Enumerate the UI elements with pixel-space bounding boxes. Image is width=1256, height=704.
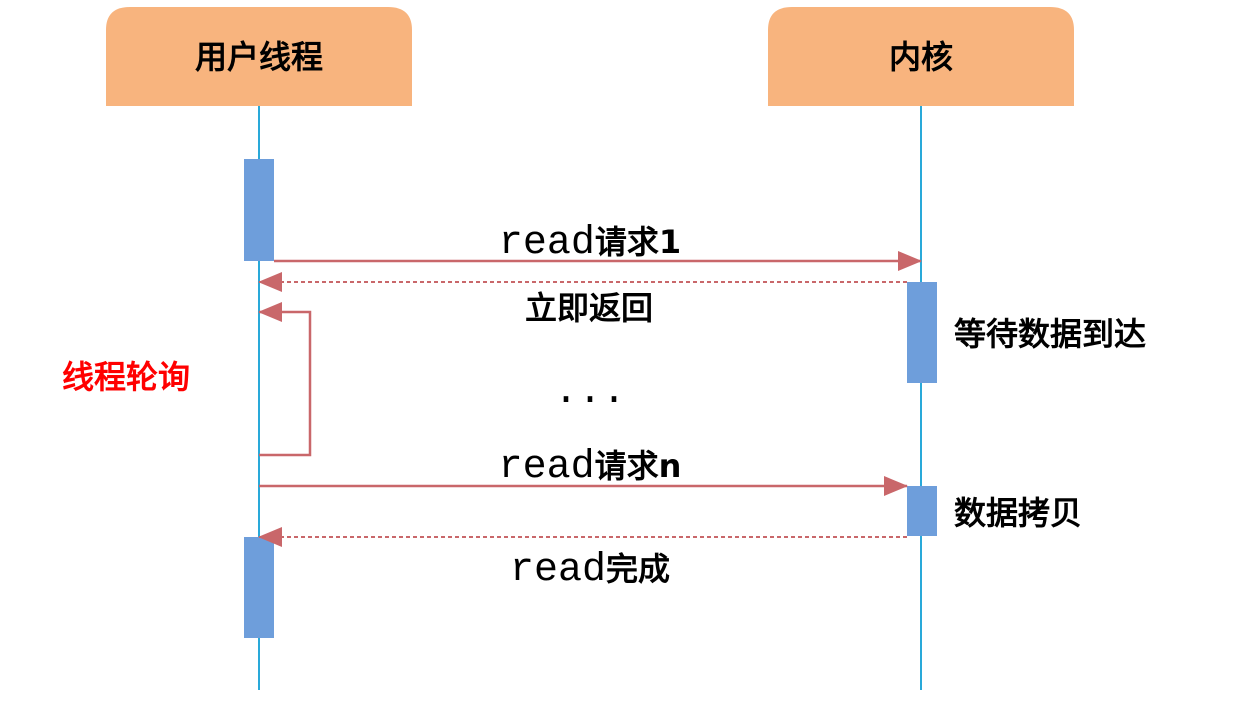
read-request-n-label: read请求n: [499, 445, 682, 490]
user-thread-activation-1: [244, 159, 274, 261]
kernel-activation-wait: [907, 282, 937, 383]
read-complete-prefix: read: [510, 548, 606, 593]
kernel-label: 内核: [889, 38, 953, 76]
read-request-1-prefix: read: [499, 221, 595, 266]
wait-data-note: 等待数据到达: [954, 315, 1146, 353]
ellipsis: ...: [554, 370, 626, 415]
read-request-n-suffix: 请求n: [595, 447, 682, 485]
read-request-n-prefix: read: [499, 445, 595, 490]
read-complete-suffix: 完成: [606, 550, 670, 588]
read-request-1-label: read请求1: [499, 221, 681, 266]
polling-loop-arrow: [258, 302, 312, 457]
kernel-activation-copy: [907, 486, 937, 536]
kernel-header-box: [768, 7, 1074, 106]
read-complete-label: read完成: [510, 548, 670, 593]
user-thread-activation-2: [244, 537, 274, 638]
read-request-1-suffix: 请求1: [595, 223, 681, 261]
immediate-return-label: 立即返回: [525, 289, 653, 327]
user-thread-header-box: [106, 7, 412, 106]
data-copy-note: 数据拷贝: [954, 494, 1082, 532]
user-thread-label: 用户线程: [195, 38, 323, 76]
polling-note: 线程轮询: [62, 358, 190, 396]
